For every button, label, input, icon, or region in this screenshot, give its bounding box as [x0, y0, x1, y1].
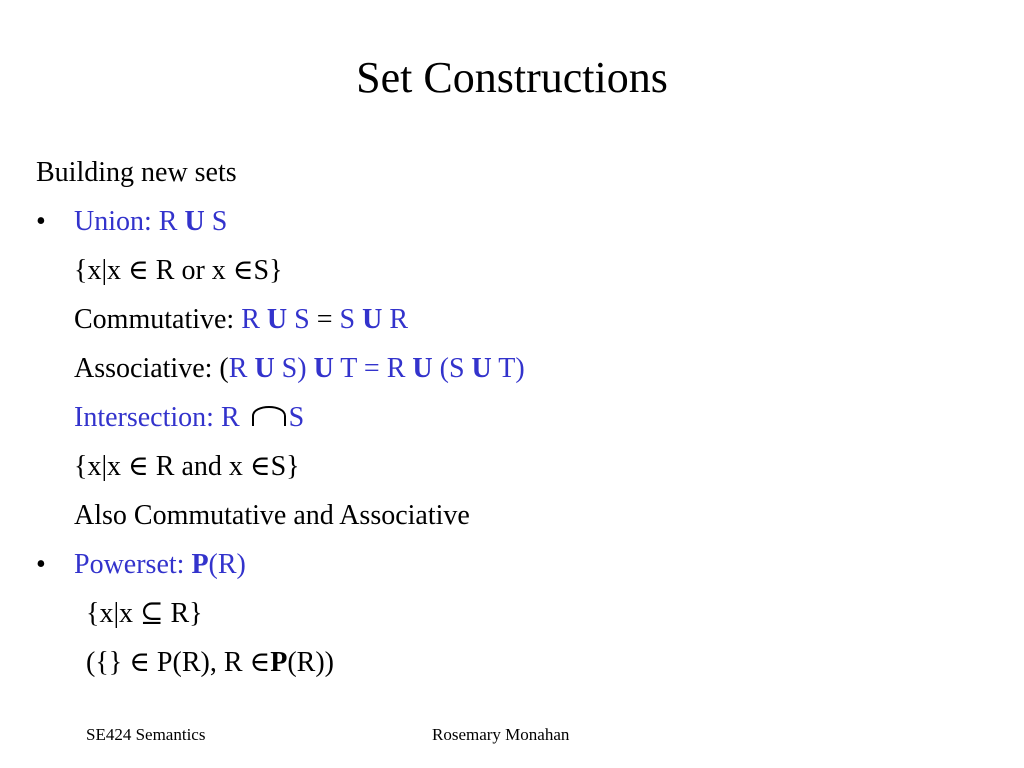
- union-tail: S: [204, 206, 228, 237]
- union-associative: Associative: (R U S) U T = R U (S U T): [74, 351, 525, 387]
- assoc-op3: U: [412, 353, 433, 384]
- powerset-heading: Powerset: P(R): [74, 547, 246, 583]
- union-commutative: Commutative: R U S = S U R: [74, 302, 408, 338]
- powerset-example-operator: P: [270, 647, 288, 678]
- associative-label: Associative:: [74, 353, 220, 384]
- comm-op1: U: [266, 304, 288, 335]
- assoc-op1: U: [254, 353, 275, 384]
- union-label: Union: R: [74, 206, 185, 237]
- assoc-t2: T): [491, 353, 525, 384]
- powerset-example-end: (R)): [287, 647, 334, 678]
- assoc-r2: R: [386, 353, 413, 384]
- bullet-powerset: •: [36, 549, 46, 580]
- intersection-definition: {x|x ∈ R and x ∈S}: [74, 451, 300, 482]
- powerset-operator: P: [191, 549, 209, 580]
- assoc-s1: S): [274, 353, 314, 384]
- powerset-example: ({} ∈ P(R), R ∈P(R)): [86, 645, 334, 681]
- footer-course: SE424 Semantics: [86, 725, 206, 744]
- powerset-example-start: ({} ∈ P(R), R ∈: [86, 647, 271, 678]
- comm-r2: R: [382, 304, 409, 335]
- comm-s1: S: [287, 304, 310, 335]
- intersection-note: Also Commutative and Associative: [74, 500, 470, 531]
- intro-line: Building new sets: [36, 157, 237, 188]
- slide-title: Set Constructions: [356, 53, 668, 102]
- intersection-heading: Intersection: R S: [74, 400, 304, 436]
- comm-equals: =: [309, 304, 340, 335]
- union-definition: {x|x ∈ R or x ∈S}: [74, 255, 283, 286]
- assoc-s2: (S: [432, 353, 472, 384]
- intersection-tail: S: [288, 402, 305, 433]
- assoc-op2: U: [313, 353, 334, 384]
- assoc-open: (: [219, 353, 229, 384]
- comm-op2: U: [362, 304, 383, 335]
- bullet-union: •: [36, 206, 46, 237]
- assoc-t1: T =: [333, 353, 387, 384]
- footer-author: Rosemary Monahan: [432, 725, 570, 744]
- intersection-label: Intersection: R: [74, 402, 247, 433]
- powerset-label: Powerset:: [74, 549, 192, 580]
- intersection-icon: [247, 404, 289, 428]
- commutative-label: Commutative:: [74, 304, 242, 335]
- comm-r1: R: [241, 304, 267, 335]
- comm-s2: S: [339, 304, 363, 335]
- assoc-r1: R: [228, 353, 255, 384]
- union-operator: U: [184, 206, 205, 237]
- assoc-op4: U: [471, 353, 492, 384]
- powerset-tail: (R): [208, 549, 246, 580]
- powerset-definition: {x|x ⊆ R}: [86, 598, 203, 629]
- union-heading: Union: R U S: [74, 204, 227, 240]
